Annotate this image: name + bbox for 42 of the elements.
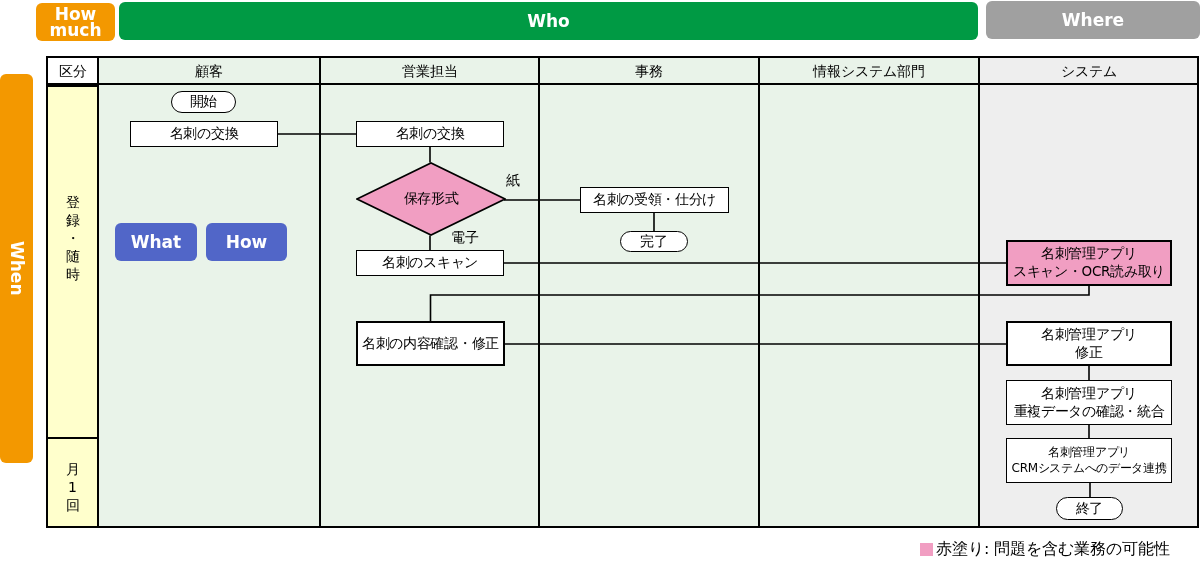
swimlane bbox=[46, 56, 99, 528]
lane-header: 事務 bbox=[635, 63, 663, 79]
category-bar: When bbox=[0, 74, 33, 463]
terminal-pill: 完了 bbox=[620, 231, 688, 252]
connector-line bbox=[429, 234, 431, 251]
process-box: 名刺の交換 bbox=[130, 121, 278, 147]
terminal-pill: 開始 bbox=[171, 91, 236, 113]
edge-label: 紙 bbox=[505, 172, 520, 189]
process-box: 名刺の交換 bbox=[356, 121, 504, 147]
category-bar: How much bbox=[36, 3, 115, 41]
terminal-pill: 終了 bbox=[1056, 497, 1123, 520]
connector-line bbox=[429, 146, 431, 164]
connector-line bbox=[503, 262, 1007, 264]
swimlane bbox=[538, 56, 760, 528]
lane-header: 顧客 bbox=[195, 63, 223, 79]
lane-header: システム bbox=[1060, 63, 1117, 79]
swimlane bbox=[978, 56, 1199, 528]
process-box: 名刺管理アプリ 修正 bbox=[1006, 321, 1172, 366]
connector-line bbox=[504, 343, 1007, 345]
legend-text: 赤塗り: 問題を含む業務の可能性 bbox=[936, 539, 1171, 559]
category-bar: Where bbox=[986, 1, 1200, 39]
connector-line bbox=[429, 285, 1090, 322]
connector-line bbox=[1089, 482, 1091, 498]
process-box: 名刺の受領・仕分け bbox=[580, 187, 729, 213]
category-bar: Who bbox=[119, 2, 978, 40]
connector-line bbox=[1088, 424, 1090, 439]
lane-header: 情報システム部門 bbox=[813, 63, 925, 79]
connector-line bbox=[653, 212, 655, 232]
process-box: 名刺管理アプリ CRMシステムへのデータ連携 bbox=[1006, 438, 1172, 483]
lane-header: 区分 bbox=[58, 63, 87, 79]
process-box: 名刺のスキャン bbox=[356, 250, 504, 276]
process-box: 名刺の内容確認・修正 bbox=[356, 321, 505, 366]
process-box: 名刺管理アプリ スキャン・OCR読み取り bbox=[1006, 240, 1172, 286]
lane-header: 営業担当 bbox=[401, 63, 458, 79]
connector-line bbox=[503, 199, 581, 201]
connector-line bbox=[277, 133, 357, 135]
process-box: 名刺管理アプリ 重複データの確認・統合 bbox=[1006, 380, 1172, 425]
swimlane bbox=[319, 56, 540, 528]
swimlane bbox=[97, 56, 321, 528]
category-tag: How bbox=[206, 223, 287, 261]
category-tag: What bbox=[115, 223, 197, 261]
connector-line bbox=[1088, 365, 1090, 381]
